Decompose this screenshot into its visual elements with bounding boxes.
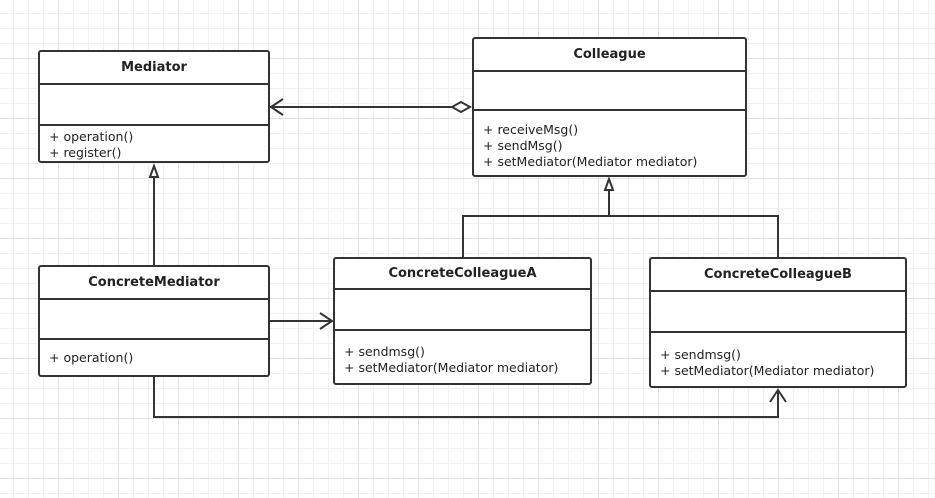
methods-compartment: + sendmsg() + setMediator(Mediator media… xyxy=(651,333,905,386)
method: + setMediator(Mediator mediator) xyxy=(344,360,559,375)
attributes-compartment xyxy=(335,288,590,331)
class-name: ConcreteColleagueA xyxy=(335,259,590,290)
concrete-colleague-b-class[interactable]: ConcreteColleagueB + sendmsg() + setMedi… xyxy=(649,257,907,388)
methods-compartment: + operation() + register() xyxy=(40,126,268,161)
open-arrow-head xyxy=(769,388,787,403)
method: + sendmsg() xyxy=(660,347,741,362)
attributes-compartment xyxy=(651,290,905,333)
concrete-colleague-a-class[interactable]: ConcreteColleagueA + sendmsg() + setMedi… xyxy=(333,257,592,385)
method: + setMediator(Mediator mediator) xyxy=(660,363,875,378)
class-name: Colleague xyxy=(474,39,745,72)
mediator-class[interactable]: Mediator + operation() + register() xyxy=(38,50,270,163)
generalization-triangle xyxy=(603,176,615,191)
class-name: Mediator xyxy=(40,52,268,85)
generalization-line xyxy=(462,215,779,257)
method: + receiveMsg() xyxy=(483,122,579,137)
class-name: ConcreteColleagueB xyxy=(651,259,905,292)
open-arrow-head xyxy=(319,312,334,330)
open-arrow-head xyxy=(269,98,284,116)
methods-compartment: + sendmsg() + setMediator(Mediator media… xyxy=(335,331,590,383)
method: + sendMsg() xyxy=(483,138,563,153)
colleague-class[interactable]: Colleague + receiveMsg() + sendMsg() + s… xyxy=(472,37,747,177)
aggregation-diamond xyxy=(449,100,473,114)
methods-compartment: + operation() xyxy=(40,340,268,375)
methods-compartment: + receiveMsg() + sendMsg() + setMediator… xyxy=(474,111,745,175)
attributes-compartment xyxy=(40,298,268,340)
association-line xyxy=(153,377,779,418)
class-name: ConcreteMediator xyxy=(40,267,268,300)
method: + operation() xyxy=(49,129,134,144)
attributes-compartment xyxy=(40,83,268,126)
concrete-mediator-class[interactable]: ConcreteMediator + operation() xyxy=(38,265,270,377)
generalization-triangle xyxy=(148,163,160,178)
method: + setMediator(Mediator mediator) xyxy=(483,154,698,169)
attributes-compartment xyxy=(474,70,745,111)
method: + register() xyxy=(49,145,122,160)
method: + operation() xyxy=(49,350,134,365)
method: + sendmsg() xyxy=(344,344,425,359)
